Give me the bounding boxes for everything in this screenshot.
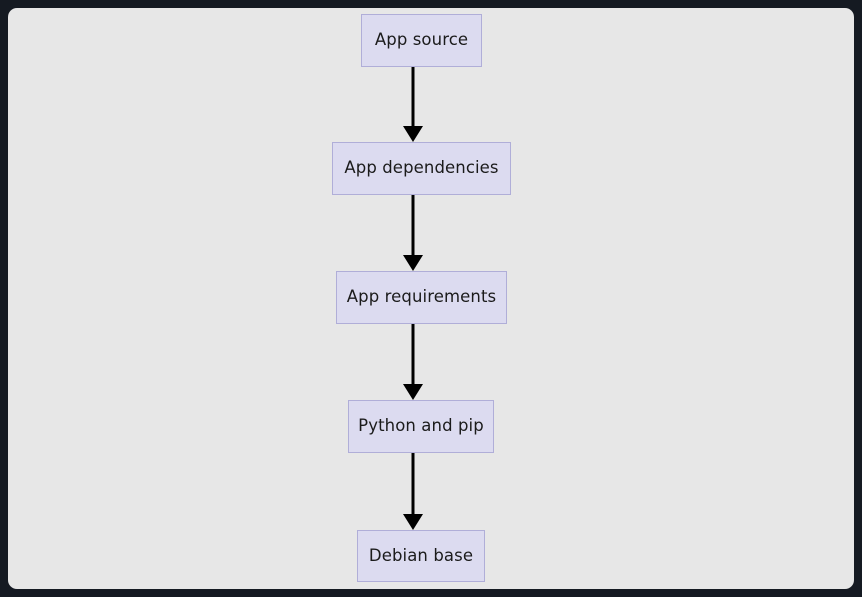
flow-node-label: App requirements xyxy=(346,287,497,307)
arrow-stem xyxy=(411,195,415,257)
flow-node-app-requirements[interactable]: App requirements xyxy=(336,271,507,324)
arrow-stem xyxy=(411,324,415,386)
flow-node-app-source[interactable]: App source xyxy=(361,14,482,67)
flow-edge-python-and-pip-to-debian-base xyxy=(393,453,433,530)
arrow-stem xyxy=(411,453,415,516)
flow-node-label: App source xyxy=(374,30,469,50)
arrowhead-down-icon xyxy=(403,255,423,271)
arrowhead-down-icon xyxy=(403,126,423,142)
flow-node-label: Debian base xyxy=(368,545,474,565)
flow-node-app-dependencies[interactable]: App dependencies xyxy=(332,142,511,195)
flow-node-python-and-pip[interactable]: Python and pip xyxy=(348,400,494,453)
arrow-stem xyxy=(411,67,415,128)
flow-edge-app-requirements-to-python-and-pip xyxy=(393,324,433,400)
flow-node-label: Python and pip xyxy=(358,416,484,436)
arrowhead-down-icon xyxy=(403,384,423,400)
flow-edge-app-source-to-app-dependencies xyxy=(393,67,433,142)
flow-node-debian-base[interactable]: Debian base xyxy=(357,530,485,582)
flow-edge-app-dependencies-to-app-requirements xyxy=(393,195,433,271)
arrowhead-down-icon xyxy=(403,514,423,530)
flow-node-label: App dependencies xyxy=(344,158,499,178)
